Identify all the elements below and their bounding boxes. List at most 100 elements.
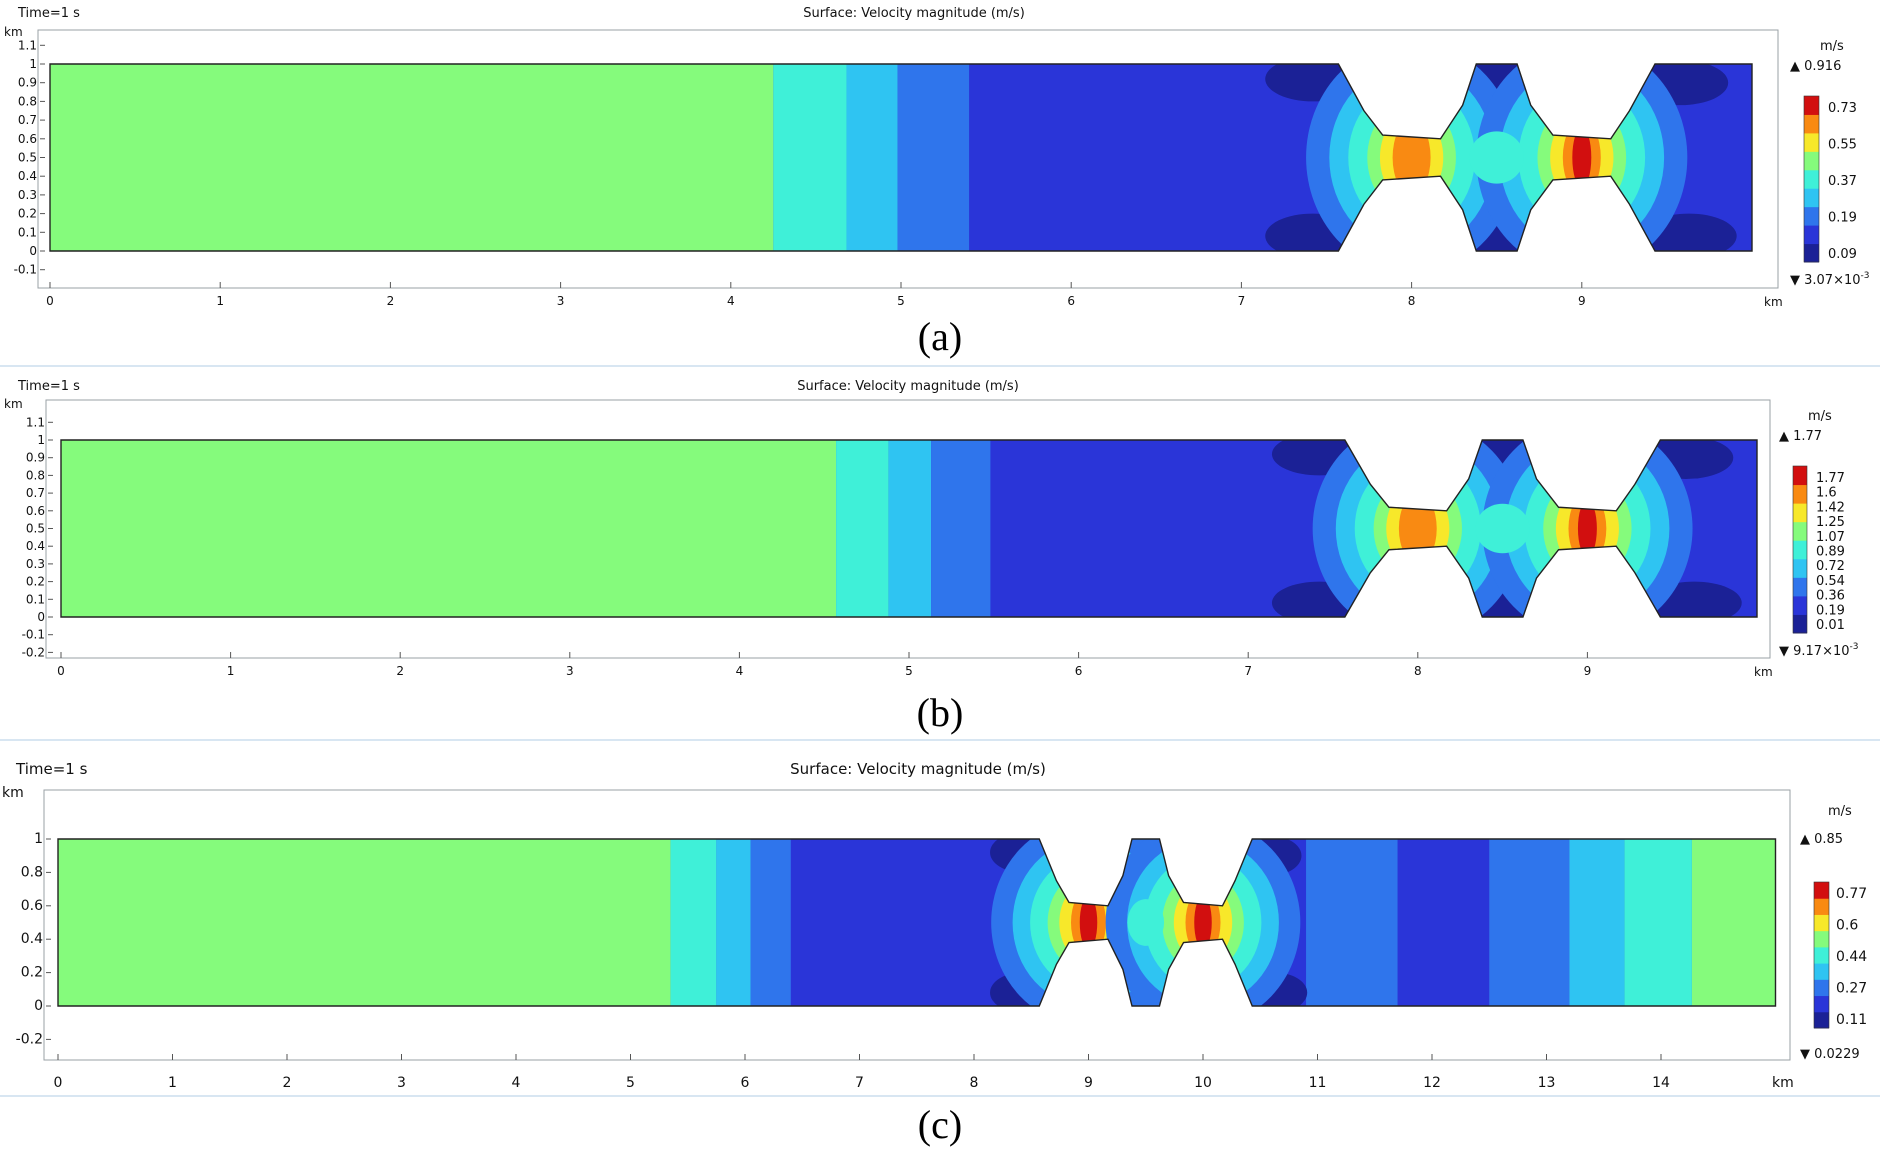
x-tick-label: 3 [557, 294, 565, 308]
colorbar-tick-label: 0.01 [1816, 618, 1845, 633]
y-tick-label: 0.9 [26, 451, 45, 465]
x-tick-label: 7 [1244, 664, 1252, 678]
colorbar-segment [1814, 898, 1829, 915]
x-tick-label: 11 [1309, 1075, 1327, 1091]
colorbar-tick-label: 1.25 [1816, 515, 1845, 530]
colorbar-segment [1793, 503, 1807, 523]
colorbar-min-exponent: -3 [1861, 271, 1870, 281]
colorbar-tick-label: 0.36 [1816, 589, 1845, 604]
panel-b-y-unit: km [4, 397, 23, 411]
band-light-blue [846, 64, 898, 251]
panel-b-caption: (b) [917, 690, 964, 735]
colorbar-segment [1804, 151, 1819, 171]
x-tick-label: 2 [396, 664, 404, 678]
colorbar-min-label: ▼ 9.17×10-3 [1779, 642, 1859, 659]
colorbar-tick-label: 0.19 [1816, 603, 1845, 618]
x-tick-label: 5 [626, 1075, 635, 1091]
band-downstream [1306, 839, 1398, 1006]
y-tick-label: 0.5 [18, 151, 37, 165]
panel-c-x-unit: km [1772, 1075, 1794, 1091]
x-tick-label: 12 [1423, 1075, 1441, 1091]
y-tick-label: 0.6 [18, 132, 37, 146]
x-tick-label: 14 [1652, 1075, 1670, 1091]
x-tick-label: 9 [1584, 664, 1592, 678]
velocity-field [50, 64, 1752, 251]
x-tick-label: 4 [727, 294, 735, 308]
x-tick-label: 4 [512, 1075, 521, 1091]
colorbar-tick-label: 0.27 [1836, 981, 1867, 997]
mid-contour-cyan [1127, 899, 1165, 946]
colorbar-tick-label: 1.07 [1816, 530, 1845, 545]
jet-contour [1577, 500, 1597, 557]
band-inlet-green [50, 64, 774, 251]
colorbar-segment [1793, 521, 1807, 541]
panel-c-y-ticks: 10.80.60.40.20-0.2 [16, 831, 51, 1047]
y-tick-label: 0.5 [26, 522, 45, 536]
colorbar-tick-label: 0.55 [1828, 138, 1857, 153]
panel-c-plot-frame [43, 789, 1791, 1061]
x-tick-label: 8 [1414, 664, 1422, 678]
y-tick-label: 0.8 [21, 864, 43, 880]
jet-contour [1398, 493, 1437, 564]
colorbar-tick-label: 1.6 [1816, 486, 1837, 501]
panel-a-caption: (a) [918, 314, 962, 359]
colorbar-segment [1814, 979, 1829, 997]
colorbar-segment [1793, 540, 1807, 560]
panel-a-x-unit: km [1764, 295, 1783, 309]
panel-b: Time=1 s Surface: Velocity magnitude (m/… [4, 379, 1859, 735]
y-tick-label: 0.3 [18, 188, 37, 202]
mid-contour-cyan [1469, 131, 1524, 184]
colorbar-segment [1804, 206, 1819, 226]
colorbar-segment [1793, 595, 1807, 615]
x-tick-label: 2 [283, 1075, 292, 1091]
colorbar-border [1792, 465, 1808, 634]
colorbar-segment [1814, 995, 1829, 1013]
colorbar-segment [1804, 188, 1819, 208]
colorbar-segment [1793, 558, 1807, 578]
colorbar-segment [1793, 614, 1807, 634]
channel-outline [57, 838, 1777, 1007]
y-tick-label: 1.1 [18, 38, 37, 52]
panel-a: Time=1 s Surface: Velocity magnitude (m/… [4, 6, 1870, 359]
panel-c-y-unit: km [2, 785, 24, 801]
colorbar-segment [1804, 225, 1819, 245]
colorbar-tick-label: 0.37 [1828, 174, 1857, 189]
y-tick-label: 0.1 [26, 592, 45, 606]
colorbar-unit: m/s [1808, 409, 1832, 424]
colorbar-segment [1804, 243, 1819, 263]
colorbar-tick-label: 0.73 [1828, 101, 1857, 116]
panel-c-caption: (c) [918, 1102, 962, 1147]
y-tick-label: -0.1 [22, 628, 45, 642]
x-tick-label: 5 [905, 664, 913, 678]
colorbar-tick-label: 0.19 [1828, 211, 1857, 226]
panel-a-y-ticks: 1.110.90.80.70.60.50.40.30.20.10-0.1 [14, 38, 45, 277]
colorbar-tick-label: 0.72 [1816, 559, 1845, 574]
band-mid-blue [897, 64, 970, 251]
panel-b-x-unit: km [1754, 665, 1773, 679]
x-tick-label: 7 [855, 1075, 864, 1091]
y-tick-label: -0.1 [14, 263, 37, 277]
x-tick-label: 8 [970, 1075, 979, 1091]
y-tick-label: 1 [37, 433, 45, 447]
x-tick-label: 6 [1067, 294, 1075, 308]
panel-a-y-unit: km [4, 25, 23, 39]
colorbar-tick-label: 1.42 [1816, 500, 1845, 515]
jet-contour [1079, 895, 1098, 950]
colorbar-min-label: ▼ 0.0229 [1800, 1047, 1860, 1062]
panel-c-domain [57, 838, 1777, 1007]
y-tick-label: 0.3 [26, 557, 45, 571]
y-tick-label: 0.9 [18, 76, 37, 90]
panel-b-y-ticks: 1.110.90.80.70.60.50.40.30.20.10-0.1-0.2 [22, 415, 53, 659]
y-tick-label: 0.4 [21, 931, 43, 947]
jet-contour [1194, 895, 1212, 950]
x-tick-label: 13 [1538, 1075, 1556, 1091]
band-mid-blue [750, 839, 791, 1006]
jet-contour [1572, 127, 1592, 188]
band-inlet-green [58, 839, 671, 1006]
colorbar-segment [1814, 1011, 1829, 1029]
colorbar-tick-label: 0.89 [1816, 545, 1845, 560]
